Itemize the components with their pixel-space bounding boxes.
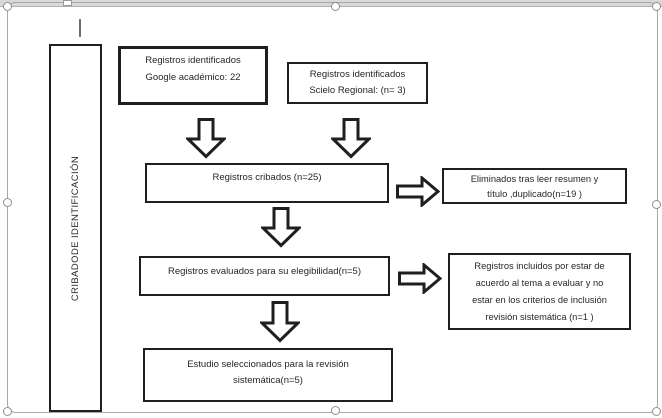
resize-handle-top-left[interactable]: [3, 2, 12, 11]
resize-handle-top-right[interactable]: [652, 2, 661, 11]
right-arrow-icon: [398, 263, 442, 294]
box-excluded[interactable]: Eliminados tras leer resumen y título ,d…: [442, 168, 627, 204]
down-arrow-icon: [186, 118, 226, 159]
box-included-reason[interactable]: Registros incluidos por estar de acuerdo…: [448, 253, 631, 330]
down-arrow-icon: [331, 118, 371, 159]
resize-handle-middle-left[interactable]: [3, 198, 12, 207]
stage-label: CRIBADODE IDENTIFICACIÓN: [70, 155, 81, 301]
resize-handle-bottom-left[interactable]: [3, 407, 12, 416]
box-assessed-text: Registros evaluados para su elegibilidad…: [167, 266, 362, 277]
down-arrow-screened[interactable]: [261, 207, 301, 248]
right-arrow-icon: [396, 176, 440, 207]
down-arrow-icon: [261, 207, 301, 248]
box-screened[interactable]: Registros cribados (n=25): [145, 163, 389, 203]
box-included-reason-text: Registros incluidos por estar de acuerdo…: [472, 261, 607, 322]
down-arrow-icon: [260, 301, 300, 343]
right-arrow-included-reason[interactable]: [398, 263, 442, 294]
text-cursor: [79, 19, 81, 37]
box-selected[interactable]: Estudio seleccionados para la revisión s…: [143, 348, 393, 402]
anchor-handle[interactable]: [63, 0, 72, 6]
box-screened-text: Registros cribados (n=25): [212, 172, 322, 183]
right-arrow-excluded[interactable]: [396, 176, 440, 207]
resize-handle-bottom-center[interactable]: [331, 406, 340, 415]
resize-handle-bottom-right[interactable]: [652, 407, 661, 416]
box-identified-scielo-text: Registros identificados Scielo Regional:…: [309, 69, 406, 96]
resize-handle-middle-right[interactable]: [652, 200, 661, 209]
stage-label-box[interactable]: CRIBADODE IDENTIFICACIÓN: [49, 44, 102, 412]
down-arrow-assessed[interactable]: [260, 301, 300, 343]
box-identified-google-text: Registros identificados Google académico…: [145, 55, 241, 83]
down-arrow-google[interactable]: [186, 118, 226, 159]
box-assessed[interactable]: Registros evaluados para su elegibilidad…: [139, 256, 390, 296]
box-identified-scielo[interactable]: Registros identificados Scielo Regional:…: [287, 62, 428, 104]
box-excluded-text: Eliminados tras leer resumen y título ,d…: [470, 174, 599, 199]
box-identified-google[interactable]: Registros identificados Google académico…: [118, 46, 268, 105]
resize-handle-top-center[interactable]: [331, 2, 340, 11]
down-arrow-scielo[interactable]: [331, 118, 371, 159]
box-selected-text: Estudio seleccionados para la revisión s…: [187, 359, 349, 386]
